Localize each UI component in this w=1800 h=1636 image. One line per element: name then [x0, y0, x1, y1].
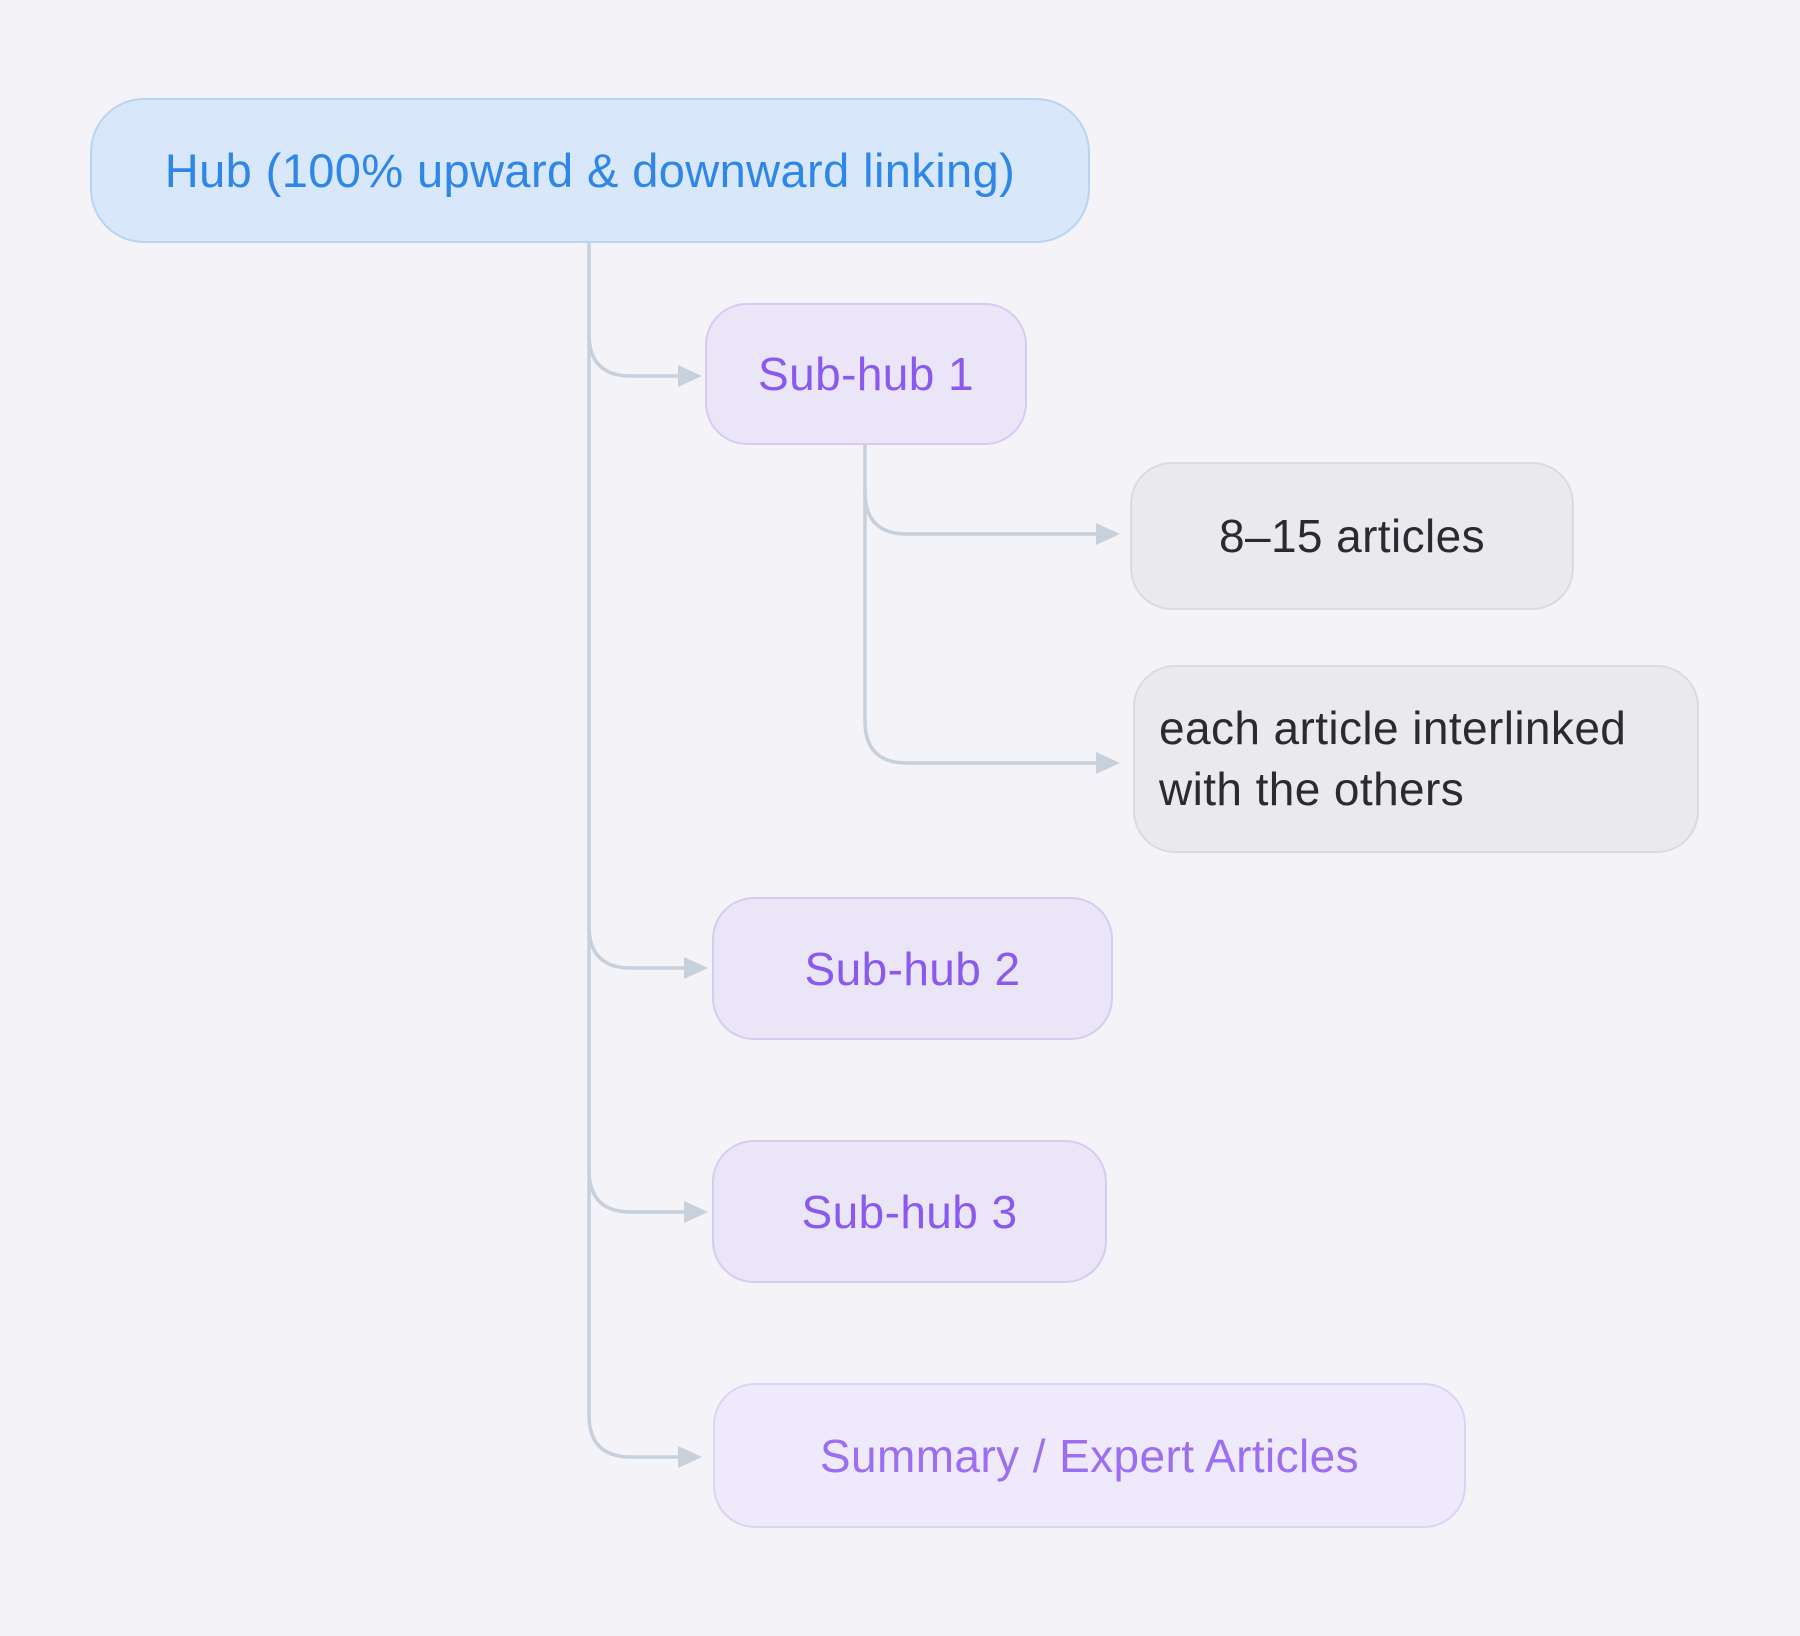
articles-label: 8–15 articles	[1218, 510, 1486, 562]
arrowhead-summary	[678, 1446, 702, 1468]
interlinked-label-line1: each article interlinked	[1159, 702, 1627, 754]
edge-hub-summary	[587, 241, 682, 1459]
arrowhead-interlinked	[1096, 752, 1120, 774]
interlinked-node: each article interlinked with the others	[1133, 665, 1699, 853]
articles-node: 8–15 articles	[1130, 462, 1574, 610]
edge-hub-subhub1	[587, 332, 682, 378]
arrowhead-subhub1	[678, 365, 702, 387]
subhub1-label: Sub-hub 1	[758, 348, 974, 400]
edge-subhub1-interlinked	[863, 443, 1100, 765]
summary-label: Summary / Expert Articles	[819, 1429, 1360, 1482]
interlinked-label-line2: with the others	[1159, 763, 1465, 815]
subhub2-label: Sub-hub 2	[804, 942, 1021, 995]
subhub3-node: Sub-hub 3	[712, 1140, 1107, 1283]
subhub3-label: Sub-hub 3	[801, 1185, 1018, 1238]
arrowhead-subhub3	[684, 1201, 708, 1223]
edge-hub-subhub3	[587, 1168, 688, 1214]
arrowhead-subhub2	[684, 957, 708, 979]
arrowhead-articles	[1096, 523, 1120, 545]
edge-hub-subhub2	[587, 924, 688, 970]
edge-subhub1-articles	[863, 490, 1100, 536]
hub-node: Hub (100% upward & downward linking)	[90, 98, 1090, 243]
subhub2-node: Sub-hub 2	[712, 897, 1113, 1040]
subhub1-node: Sub-hub 1	[705, 303, 1027, 445]
hub-label: Hub (100% upward & downward linking)	[164, 144, 1016, 197]
summary-node: Summary / Expert Articles	[713, 1383, 1466, 1528]
